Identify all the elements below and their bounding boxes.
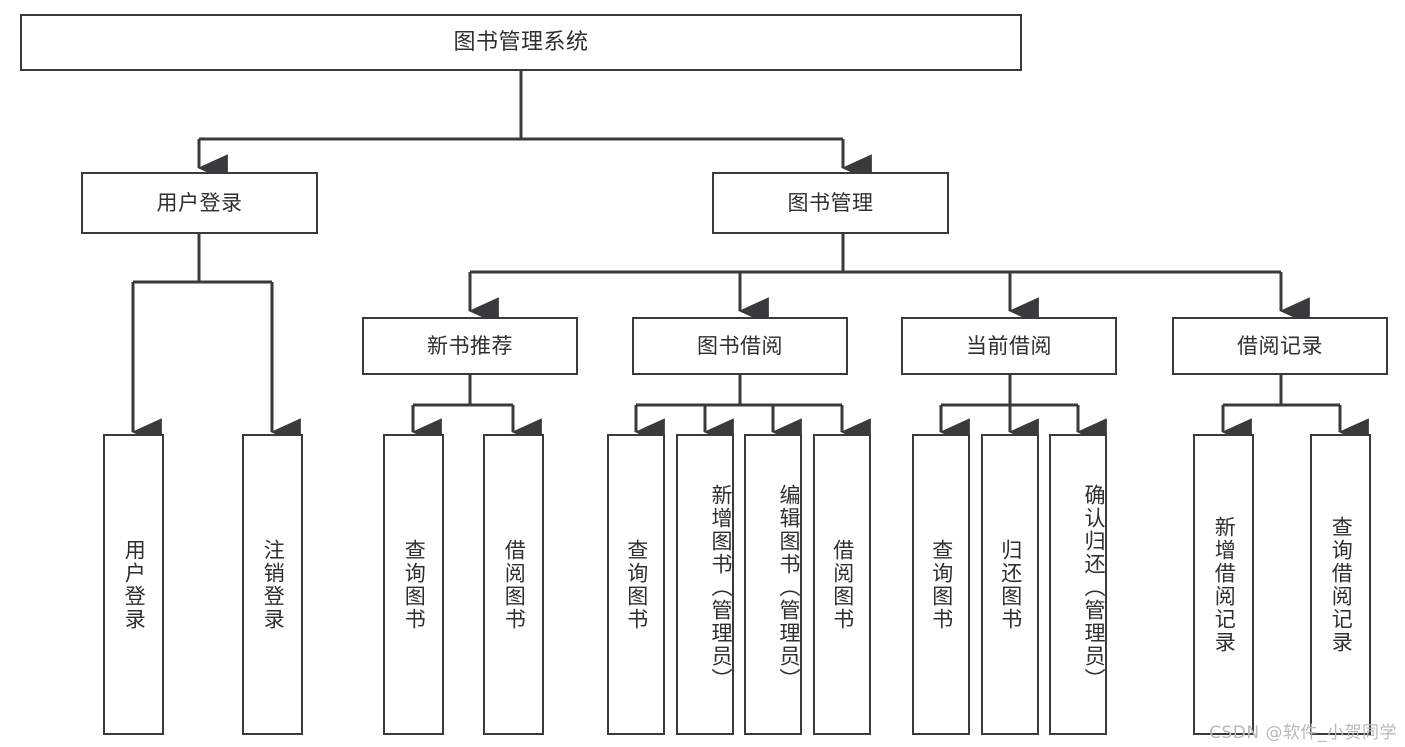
node-book-management[interactable]: 图书管理 <box>712 172 949 234</box>
node-label: 注销登录 <box>261 538 286 631</box>
node-label: 确认归还（管理员） <box>1082 484 1106 691</box>
node-label: 新增借阅记录 <box>1212 515 1237 654</box>
node-label: 图书管理系统 <box>453 29 589 55</box>
leaf-return-books[interactable]: 归还图书 <box>981 434 1039 735</box>
node-label: 借阅图书 <box>502 538 527 631</box>
leaf-query-books-current[interactable]: 查询图书 <box>912 434 970 735</box>
leaf-user-login[interactable]: 用户登录 <box>103 434 164 735</box>
leaf-borrow-books[interactable]: 借阅图书 <box>813 434 871 735</box>
node-label: 图书管理 <box>787 190 874 215</box>
node-label: 查询借阅记录 <box>1329 515 1354 654</box>
leaf-query-borrow-record[interactable]: 查询借阅记录 <box>1310 434 1371 735</box>
leaf-logout[interactable]: 注销登录 <box>242 434 303 735</box>
leaf-borrow-books-recommend[interactable]: 借阅图书 <box>483 434 544 735</box>
leaf-confirm-return-admin[interactable]: 确认归还（管理员） <box>1049 434 1107 735</box>
node-label: 新书推荐 <box>427 333 513 358</box>
leaf-add-book-admin[interactable]: 新增图书（管理员） <box>676 434 734 735</box>
node-current-borrowing[interactable]: 当前借阅 <box>901 317 1117 375</box>
csdn-watermark: CSDN @软件_小贺同学 <box>1209 723 1397 743</box>
node-borrowing-record[interactable]: 借阅记录 <box>1172 317 1388 375</box>
node-label: 新增图书（管理员） <box>709 484 733 691</box>
leaf-query-books-recommend[interactable]: 查询图书 <box>383 434 444 735</box>
node-label: 用户登录 <box>122 538 147 631</box>
node-new-book-recommendation[interactable]: 新书推荐 <box>362 317 578 375</box>
node-label: 借阅图书 <box>830 538 855 631</box>
node-label: 图书借阅 <box>697 333 783 358</box>
leaf-edit-book-admin[interactable]: 编辑图书（管理员） <box>744 434 802 735</box>
leaf-add-borrow-record[interactable]: 新增借阅记录 <box>1193 434 1254 735</box>
node-label: 编辑图书（管理员） <box>777 484 801 691</box>
node-book-borrowing[interactable]: 图书借阅 <box>632 317 848 375</box>
leaf-query-books-borrow[interactable]: 查询图书 <box>607 434 665 735</box>
node-label: 当前借阅 <box>966 333 1052 358</box>
node-label: 用户登录 <box>156 190 243 215</box>
node-user-login[interactable]: 用户登录 <box>81 172 318 234</box>
node-label: 查询图书 <box>929 538 954 631</box>
node-root-book-management-system[interactable]: 图书管理系统 <box>20 14 1022 71</box>
node-label: 查询图书 <box>402 538 427 631</box>
node-label: 借阅记录 <box>1237 333 1323 358</box>
node-label: 归还图书 <box>998 538 1023 631</box>
node-label: 查询图书 <box>624 538 649 631</box>
